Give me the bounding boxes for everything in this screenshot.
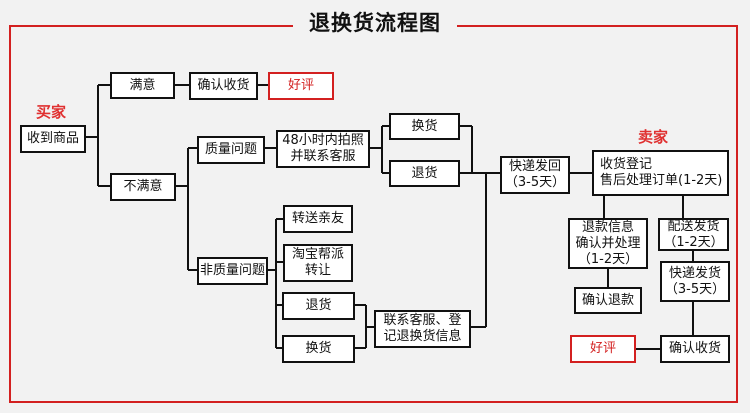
connector [471, 172, 500, 328]
connector [176, 147, 197, 271]
connector [86, 84, 110, 187]
node-non-quality-issue: 非质量问题 [197, 257, 268, 285]
connector [355, 304, 374, 349]
node-exchange: 换货 [389, 113, 460, 140]
node-good-review-2: 好评 [570, 335, 636, 363]
node-ship-process: 配送发货 （1-2天） [658, 218, 729, 251]
connector [603, 196, 684, 218]
node-return: 退货 [389, 160, 460, 187]
node-receive-goods: 收到商品 [20, 125, 86, 153]
connector [268, 218, 283, 349]
node-refund-process: 退款信息 确认并处理 （1-2天） [568, 218, 648, 269]
node-confirm-receipt-2: 确认收货 [660, 335, 730, 363]
connector [370, 125, 389, 174]
node-confirm-receipt: 确认收货 [189, 72, 258, 100]
node-contact-register: 联系客服、登 记退换货信息 [374, 310, 471, 348]
node-unsatisfied: 不满意 [110, 173, 176, 201]
buyer-label: 买家 [36, 103, 67, 121]
seller-label: 卖家 [638, 128, 669, 146]
node-seller-register: 收货登记 售后处理订单(1-2天) [592, 150, 729, 196]
node-photo-contact: 48小时内拍照 并联系客服 [276, 130, 370, 168]
node-quality-issue: 质量问题 [197, 136, 265, 164]
node-express-back: 快递发回 （3-5天） [500, 156, 570, 194]
diagram-title: 退换货流程图 [293, 6, 457, 40]
node-confirm-refund: 确认退款 [574, 287, 642, 314]
connector [460, 125, 486, 174]
node-gift-friend: 转送亲友 [283, 205, 353, 233]
node-nq-return: 退货 [282, 292, 355, 320]
node-taobao-resell: 淘宝帮派 转让 [283, 244, 353, 282]
node-good-review: 好评 [268, 72, 334, 100]
node-express-ship: 快递发货 （3-5天） [660, 261, 730, 302]
node-satisfied: 满意 [110, 72, 175, 99]
node-nq-exchange: 换货 [282, 335, 355, 363]
